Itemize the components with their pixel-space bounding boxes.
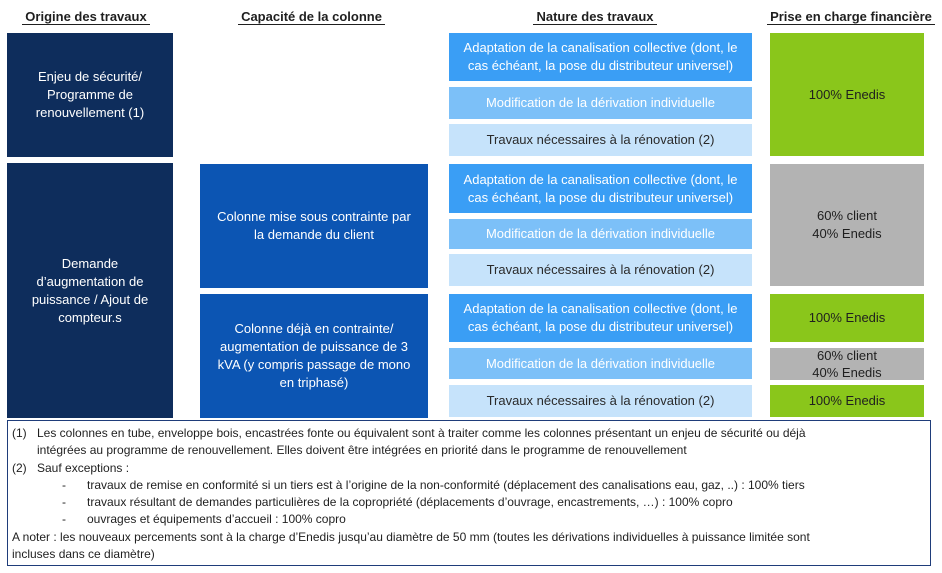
nature-renovation-box: Travaux nécessaires à la rénovation (2): [449, 124, 752, 156]
bullet-text: ouvrages et équipements d’accueil : 100%…: [87, 512, 346, 527]
nature-adaptation-box: Adaptation de la canalisation collective…: [449, 164, 752, 213]
prise-100-enedis-box: 100% Enedis: [770, 33, 924, 156]
nature-modification-box: Modification de la dérivation individuel…: [449, 219, 752, 249]
bullet-dash: -: [62, 512, 66, 527]
note-number: (2): [12, 460, 27, 475]
prise-100-enedis-box: 100% Enedis: [770, 294, 924, 342]
nature-renovation-box: Travaux nécessaires à la rénovation (2): [449, 254, 752, 286]
note-1: (1) Les colonnes en tube, enveloppe bois,…: [12, 425, 926, 442]
nature-renovation-box: Travaux nécessaires à la rénovation (2): [449, 385, 752, 417]
prise-60-40-box: 60% client 40% Enedis: [770, 164, 924, 286]
bullet-dash: -: [62, 477, 66, 492]
note-bullet: - ouvrages et équipements d’accueil : 100…: [12, 511, 926, 528]
origine-securite-box: Enjeu de sécurité/ Programme de renouvel…: [7, 33, 173, 157]
header-prise: Prise en charge financière: [760, 7, 942, 27]
header-nature: Nature des travaux: [505, 7, 685, 27]
header-origine: Origine des travaux: [14, 7, 158, 27]
bullet-text: travaux de remise en conformité si un ti…: [87, 477, 805, 492]
origine-demande-box: Demande d’augmentation de puissance / Aj…: [7, 163, 173, 418]
note-bullet: - travaux de remise en conformité si un t…: [12, 477, 926, 494]
capacite-deja-contrainte-box: Colonne déjà en contrainte/ augmentation…: [200, 294, 428, 418]
note-bullet: - travaux résultant de demandes particuli…: [12, 494, 926, 511]
note-text: incluses dans ce diamètre): [12, 547, 155, 562]
nature-adaptation-box: Adaptation de la canalisation collective…: [449, 33, 752, 81]
note-number: (1): [12, 426, 27, 440]
prise-60-40-box: 60% client 40% Enedis: [770, 348, 924, 380]
prise-100-enedis-box: 100% Enedis: [770, 385, 924, 417]
nature-modification-box: Modification de la dérivation individuel…: [449, 87, 752, 119]
notes-box: (1) Les colonnes en tube, enveloppe bois,…: [7, 420, 931, 566]
note-text: Sauf exceptions :: [37, 460, 130, 475]
capacite-contrainte-client-box: Colonne mise sous contrainte par la dema…: [200, 164, 428, 288]
nature-adaptation-box: Adaptation de la canalisation collective…: [449, 294, 752, 342]
header-capacite: Capacité de la colonne: [205, 7, 418, 27]
note-text: intégrées au programme de renouvellement…: [37, 443, 687, 458]
note-text: A noter : les nouveaux percements sont à…: [12, 529, 810, 544]
bullet-dash: -: [62, 495, 66, 510]
note-1-continued: intégrées au programme de renouvellement…: [12, 442, 926, 459]
note-text: Les colonnes en tube, enveloppe bois, en…: [37, 426, 806, 440]
note-a-noter: A noter : les nouveaux percements sont à…: [12, 529, 926, 546]
bullet-text: travaux résultant de demandes particuliè…: [87, 495, 733, 510]
nature-modification-box: Modification de la dérivation individuel…: [449, 348, 752, 379]
note-a-noter-continued: incluses dans ce diamètre): [12, 546, 926, 563]
note-2: (2) Sauf exceptions :: [12, 460, 926, 477]
